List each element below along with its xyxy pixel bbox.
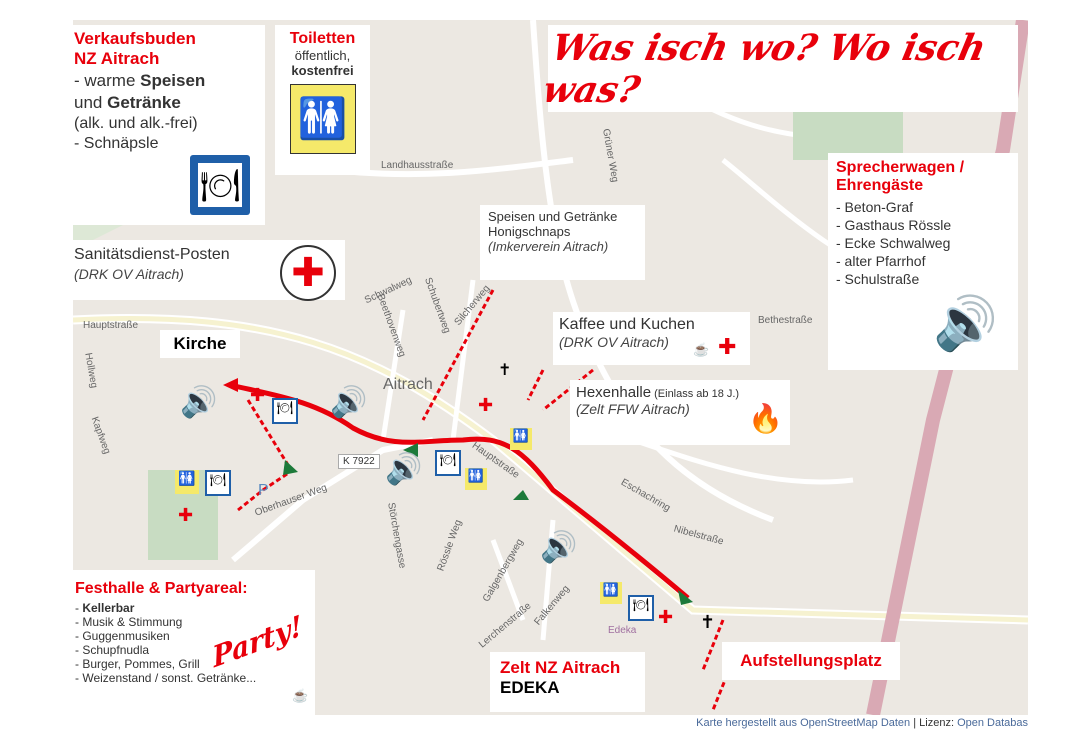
text: (Einlass ab 18 J.) [651, 388, 740, 400]
food-plate-icon: 🍽 [272, 398, 298, 424]
text: Hexenhalle [576, 384, 652, 401]
hexenhalle-box: Hexenhalle (Einlass ab 18 J.) (Zelt FFW … [570, 380, 790, 445]
page-title: Was isch wo? Wo isch was? [539, 26, 990, 111]
toilet-icon: 🚻 [289, 84, 356, 154]
food-plate-icon: 🍽 [435, 450, 461, 476]
text: (DRK OV Aitrach) [559, 334, 669, 350]
text: öffentlich, [294, 48, 351, 63]
text: und [74, 93, 108, 112]
list-item: - Weizenstand / sonst. Getränke... [75, 671, 257, 685]
food-plate-icon: 🍽 [190, 155, 250, 215]
food-plate-icon: 🍽 [628, 595, 654, 621]
heading: Ehrengäste [836, 177, 924, 194]
toilet-icon: 🚻 [465, 468, 487, 490]
street-label: Edeka [608, 625, 637, 636]
kaffee-box: Kaffee und Kuchen (DRK OV Aitrach) ☕ ✚ [553, 312, 750, 365]
text: Honigschnaps [488, 224, 571, 239]
text: Speisen [140, 71, 206, 90]
speaker-icon: 🔊 [180, 386, 218, 419]
heading: Verkaufsbuden [74, 29, 196, 48]
list-item: - alter Pfarrhof [836, 253, 926, 269]
speaker-icon: 🔊 [330, 386, 368, 419]
coffee-cup-icon: ☕ [292, 688, 309, 703]
zelt-box: Zelt NZ Aitrach EDEKA [490, 652, 645, 712]
text: Getränke [107, 93, 181, 112]
street-label: Bethestraße [758, 315, 813, 326]
text: Speisen und Getränke [488, 209, 618, 224]
list-item: - Beton-Graf [836, 199, 914, 215]
speaker-icon: 🔊 [933, 295, 998, 353]
text: (DRK OV Aitrach) [74, 266, 184, 282]
red-cross-icon: ✚ [658, 607, 674, 627]
red-cross-icon: ✚ [478, 395, 494, 415]
list-item: - Gasthaus Rössle [836, 217, 952, 233]
heading: Toiletten [289, 30, 356, 47]
speaker-icon: 🔊 [385, 453, 423, 486]
attribution: Karte hergestellt aus OpenStreetMap Date… [696, 717, 1028, 729]
sprecherwagen-box: Sprecherwagen / Ehrengäste - Beton-Graf … [828, 153, 1018, 370]
heading: Sprecherwagen / [836, 159, 965, 176]
festhalle-box: Festhalle & Partyareal: - Kellerbar - Mu… [70, 570, 315, 715]
text: Kaffee und Kuchen [559, 316, 695, 333]
text: (Zelt FFW Aitrach) [576, 401, 690, 417]
street-label: Hauptstraße [83, 320, 139, 331]
list-item: - Schulstraße [836, 271, 920, 287]
list-item: - Guggenmusiken [75, 629, 170, 643]
list-item: - Burger, Pommes, Grill [75, 657, 200, 671]
red-cross-icon: ✚ [718, 334, 737, 359]
list-item: - Ecke Schwalweg [836, 235, 951, 251]
toilet-icon: 🚻 [175, 470, 199, 494]
heading: Sanitätsdienst-Posten [74, 246, 230, 263]
aufstellungsplatz-box: Aufstellungsplatz [722, 642, 900, 680]
heading: Zelt NZ Aitrach [500, 658, 621, 677]
toiletten-box: Toiletten öffentlich, kostenfrei 🚻 [275, 25, 370, 175]
speisen-box: Speisen und Getränke Honigschnaps (Imker… [480, 205, 645, 280]
red-cross-icon: ✚ [178, 505, 194, 525]
text: EDEKA [500, 678, 560, 697]
red-cross-icon: ✚ [250, 385, 266, 405]
heading: Festhalle & Partyareal: [75, 580, 248, 597]
coffee-cup-icon: ☕ [693, 342, 710, 357]
food-plate-icon: 🍽 [205, 470, 231, 496]
dashed-pointers [237, 289, 735, 711]
heading: Aufstellungsplatz [740, 651, 882, 670]
toilet-icon: 🚻 [600, 582, 622, 604]
witch-icon: 🔥 [748, 403, 783, 434]
speaker-icon: 🔊 [540, 531, 578, 564]
title-box: Was isch wo? Wo isch was? [539, 25, 1018, 112]
attribution-link[interactable]: Karte hergestellt aus OpenStreetMap Date… [696, 717, 911, 729]
parking-label: P [258, 482, 269, 499]
church-cross-icon: ✝ [498, 362, 512, 379]
sanitaet-box: Sanitätsdienst-Posten (DRK OV Aitrach) ✚ [70, 240, 345, 301]
text: (alk. und alk.-frei) [74, 115, 198, 132]
road-number-label: K 7922 [338, 454, 380, 469]
text: | Lizenz: [910, 717, 958, 729]
verkaufsbuden-box: Verkaufsbuden NZ Aitrach - warme Speisen… [70, 25, 265, 225]
toilet-icon: 🚻 [510, 428, 532, 450]
church-cross-icon: ✝ [700, 612, 716, 632]
street-label: Landhausstraße [381, 160, 454, 171]
text: kostenfrei [291, 63, 354, 78]
town-label: Aitrach [383, 376, 433, 393]
license-link[interactable]: Open Databas [957, 717, 1028, 729]
list-item: Kellerbar [82, 601, 135, 615]
text: - warme [74, 71, 141, 90]
list-item: - Musik & Stimmung [75, 615, 183, 629]
kirche-label: Kirche [160, 330, 240, 358]
text: (Imkerverein Aitrach) [488, 239, 609, 254]
parade-route [229, 382, 690, 600]
red-cross-icon: ✚ [280, 245, 336, 301]
heading: NZ Aitrach [74, 49, 160, 68]
list-item: - Schupfnudla [75, 643, 150, 657]
text: - Schnäpsle [74, 135, 159, 152]
